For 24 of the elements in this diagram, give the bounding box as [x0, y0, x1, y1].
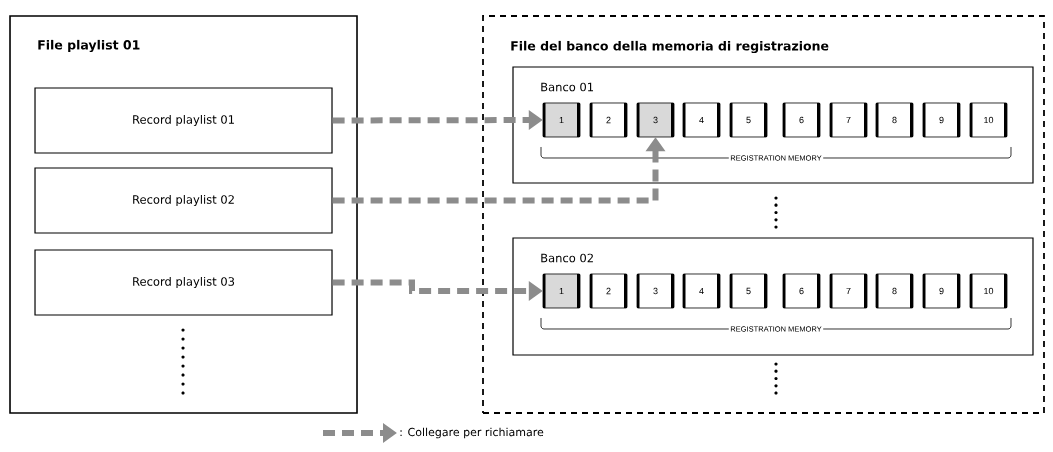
- memory-button: 1: [542, 273, 581, 309]
- memory-button: 9: [922, 102, 961, 138]
- memory-button: 8: [875, 102, 914, 138]
- memory-button: 10: [969, 102, 1008, 138]
- memory-button: 5: [729, 273, 768, 309]
- memory-button: 3: [636, 273, 675, 309]
- memory-button: 4: [682, 273, 721, 309]
- memory-button: 4: [682, 102, 721, 138]
- memory-button: 6: [782, 273, 821, 309]
- memory-button: 7: [829, 102, 868, 138]
- record-box: Record playlist 03: [34, 249, 333, 316]
- memory-button: 6: [782, 102, 821, 138]
- memory-button: 9: [922, 273, 961, 309]
- memory-button: 1: [542, 102, 581, 138]
- memory-button: 2: [589, 273, 628, 309]
- memory-button: 2: [589, 102, 628, 138]
- memory-button: 3: [636, 102, 675, 138]
- record-box: Record playlist 01: [34, 87, 333, 154]
- memory-button: 5: [729, 102, 768, 138]
- memory-button: 8: [875, 273, 914, 309]
- memory-button: 10: [969, 273, 1008, 309]
- memory-button: 7: [829, 273, 868, 309]
- record-box: Record playlist 02: [34, 167, 333, 234]
- legend-text: : Collegare per richiamare: [400, 427, 544, 439]
